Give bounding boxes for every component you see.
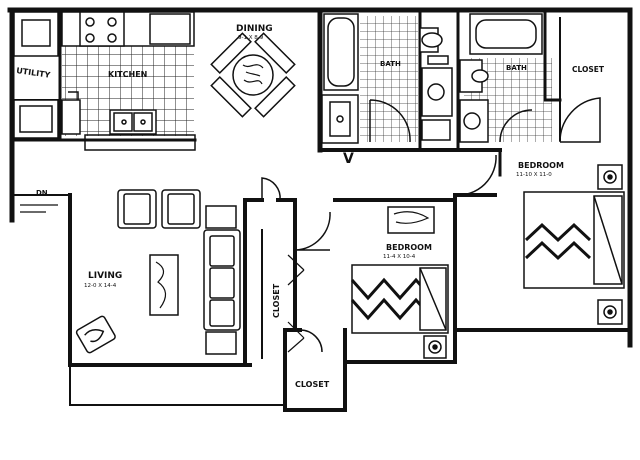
living-dims: 12-0 X 14-4	[84, 283, 117, 289]
bath1-fixtures	[321, 13, 453, 144]
closet-top-label: CLOSET	[572, 65, 605, 74]
bedroom2-dims: 11-4 X 10-4	[383, 254, 416, 260]
bedroom1-furniture	[523, 164, 625, 325]
kitchen-fixtures	[61, 11, 195, 135]
bath1-tile-floor	[360, 16, 418, 142]
bedroom2-label: BEDROOM	[386, 243, 432, 252]
bedroom2-furniture	[350, 206, 449, 359]
utility-fixtures	[13, 11, 59, 139]
stair-lines	[20, 204, 58, 213]
bath1-label: BATH	[380, 60, 401, 68]
dining-label: DINING	[236, 24, 273, 34]
bath2-label: BATH	[506, 64, 527, 72]
hall-closet-label: CLOSET	[272, 283, 281, 318]
door-swings	[261, 97, 601, 353]
bath2-fixtures	[459, 13, 543, 143]
living-label: LIVING	[88, 271, 122, 281]
bedroom1-label: BEDROOM	[518, 161, 564, 170]
bottom-closet-label: CLOSET	[295, 380, 330, 389]
dining-table	[210, 32, 296, 118]
entry-marker: V	[343, 151, 354, 167]
living-furniture	[75, 189, 241, 355]
walls	[7, 7, 633, 412]
kitchen-label: KITCHEN	[108, 70, 147, 79]
utility-label: UTILITY	[16, 66, 51, 80]
bedroom1-dims: 11-10 X 11-0	[516, 172, 552, 178]
dining-dims: 9-1 X 8-9	[238, 35, 264, 41]
stair-down-label: DN	[36, 189, 48, 197]
bath1-vanity	[427, 55, 449, 65]
